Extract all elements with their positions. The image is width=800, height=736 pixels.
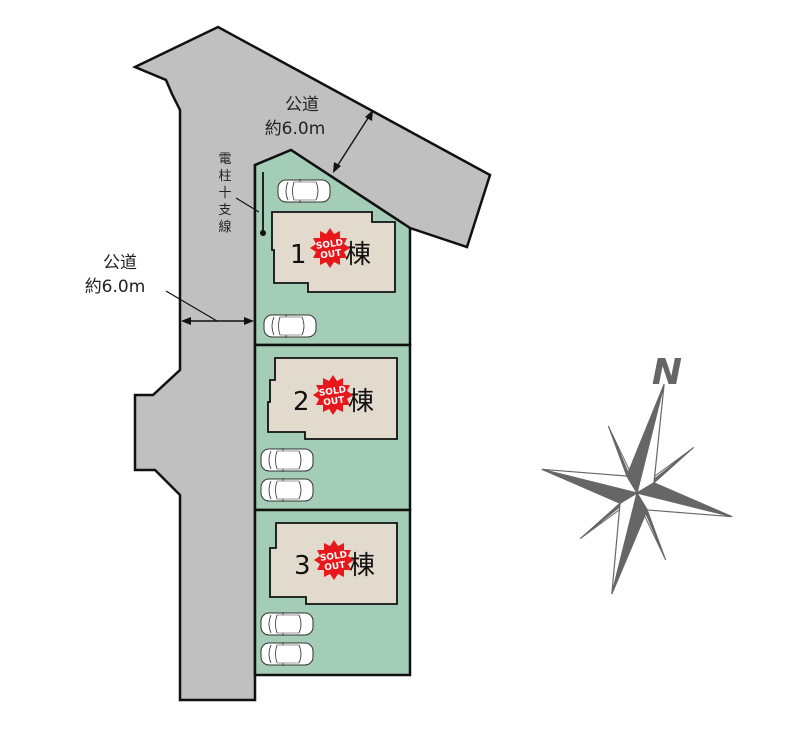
arrow-head-icon [244,317,254,325]
utility-pole [235,172,266,236]
north-label: N [652,352,682,393]
svg-text:SOLD: SOLD [315,238,343,252]
lot-3-number: 3 [294,551,311,581]
compass-rose [541,384,733,595]
svg-text:OUT: OUT [320,248,343,261]
svg-text:電: 電 [218,152,231,167]
car-icon [260,477,314,503]
width-arrow [335,114,371,169]
lot-2-number: 2 [293,387,310,417]
pole-icon [260,230,266,236]
svg-text:約6.0m: 約6.0m [85,277,146,297]
svg-text:柱: 柱 [218,169,231,184]
north-road [131,25,492,702]
svg-text:支: 支 [218,203,231,218]
road-network [131,25,492,702]
west-road-width: 公道 約6.0m [85,253,254,325]
lot-2-suffix: 棟 [348,387,374,417]
leader-line [165,290,218,322]
svg-text:OUT: OUT [323,395,346,408]
lot-1-number: 1 [290,240,307,270]
compass-icon [541,384,733,595]
utility-pole-label: 電 柱 十 支 線 [218,152,231,235]
svg-text:SOLD: SOLD [318,385,346,399]
svg-text:約6.0m: 約6.0m [265,119,326,139]
car-icon [260,641,314,667]
svg-text:公道: 公道 [285,95,319,115]
house-labels: 1 棟 2 棟 3 棟 [290,240,375,581]
svg-text:SOLD: SOLD [319,550,347,564]
lot-1-suffix: 棟 [345,240,371,270]
svg-text:線: 線 [218,219,231,235]
lot-3-sold-badge: SOLD OUT [314,540,354,580]
car-icon [263,313,317,339]
svg-text:OUT: OUT [324,560,347,573]
arrow-head-icon [365,110,373,121]
car-icon [260,611,314,637]
arrow-head-icon [333,162,341,173]
lot-1-sold-badge: SOLD OUT [310,228,350,268]
lot-2-sold-badge: SOLD OUT [313,375,353,415]
car-icon [260,447,314,473]
north-road-width: 公道 約6.0m [265,95,373,173]
lot-3-suffix: 棟 [349,551,375,581]
arrow-head-icon [181,317,191,325]
pole-leader-line [235,197,260,213]
svg-text:公道: 公道 [103,253,137,273]
car-icon [277,178,331,204]
svg-text:十: 十 [218,186,231,201]
